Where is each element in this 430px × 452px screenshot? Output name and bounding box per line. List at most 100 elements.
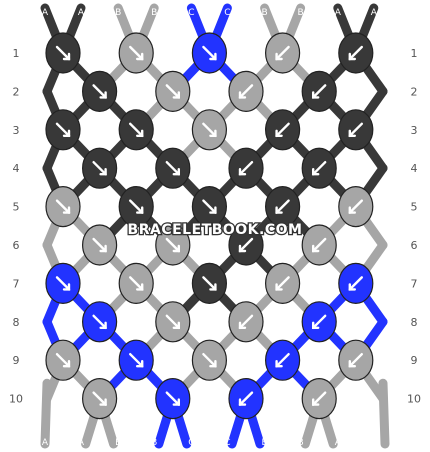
knot <box>45 339 81 381</box>
knot <box>265 186 301 228</box>
string-tag-top: B <box>262 8 268 18</box>
knot <box>228 147 264 189</box>
string-tag-top: C <box>188 8 194 18</box>
string-tag-top: A <box>42 8 49 18</box>
knot <box>191 32 227 74</box>
arrow-down-right-icon <box>128 276 144 291</box>
knot <box>81 224 118 266</box>
arrow-down-right-icon <box>55 353 71 368</box>
knot <box>338 186 374 228</box>
arrow-down-left-icon <box>312 314 327 329</box>
thread-tail <box>378 378 390 449</box>
arrow-head-icon <box>209 52 217 61</box>
arrow-down-left-icon <box>348 122 363 138</box>
arrow-down-right-icon <box>128 122 144 138</box>
arrow-head-icon <box>348 360 356 368</box>
string-tag-bottom: C <box>224 438 230 448</box>
arrow-head-icon <box>209 206 217 214</box>
string-tag-bottom: B <box>151 438 157 448</box>
arrow-down-left-icon <box>275 122 290 138</box>
knot <box>155 147 191 189</box>
arrow-head-icon <box>312 398 320 406</box>
arrow-head-icon <box>275 52 283 61</box>
knot <box>265 339 301 381</box>
arrow-down-right-icon <box>55 276 71 291</box>
row-label: 4 <box>411 162 418 175</box>
knot <box>45 32 81 74</box>
row-label: 2 <box>13 85 20 98</box>
knot <box>265 262 301 304</box>
row-label: 1 <box>13 47 20 60</box>
arrow-down-right-icon <box>202 122 217 138</box>
thread-tail <box>40 378 52 449</box>
arrow-down-right-icon <box>55 199 71 214</box>
arrow-down-right-icon <box>92 160 107 176</box>
knot <box>118 109 154 151</box>
arrow-down-left-icon <box>348 45 363 61</box>
arrow-down-left-icon <box>312 160 327 176</box>
arrow-down-right-icon <box>92 237 107 253</box>
arrow-down-left-icon <box>238 314 254 329</box>
arrow-down-right-icon <box>202 45 217 61</box>
knot <box>338 339 374 381</box>
row-label: 5 <box>411 201 418 214</box>
row-label: 10 <box>9 393 23 406</box>
knot <box>301 378 337 420</box>
watermark: BRACELETBOOK.COM <box>128 222 303 238</box>
row-label: 3 <box>411 124 418 137</box>
arrow-down-left-icon <box>312 391 327 406</box>
arrow-down-right-icon <box>202 353 217 368</box>
knot <box>265 109 301 151</box>
arrow-head-icon <box>99 321 107 329</box>
arrow-head-icon <box>238 167 247 176</box>
knot <box>228 70 264 113</box>
string-tag-top: A <box>371 8 378 18</box>
arrow-head-icon <box>172 321 181 329</box>
arrow-head-icon <box>135 360 144 368</box>
row-label: 9 <box>13 354 20 367</box>
arrow-down-right-icon <box>165 391 181 406</box>
string-tag-bottom: A <box>371 438 378 448</box>
arrow-head-icon <box>312 167 320 176</box>
arrow-head-icon <box>135 206 144 214</box>
arrow-head-icon <box>238 91 247 99</box>
knot <box>301 224 337 266</box>
row-label: 7 <box>13 277 20 290</box>
arrow-head-icon <box>312 244 320 253</box>
knot <box>81 147 118 189</box>
knot <box>265 32 301 74</box>
knot <box>338 32 374 74</box>
string-tag-top: C <box>224 8 230 18</box>
arrow-head-icon <box>312 321 320 329</box>
arrow-head-icon <box>172 244 181 253</box>
knot <box>228 224 264 266</box>
string-tag-bottom: C <box>188 438 194 448</box>
string-tag-top: B <box>115 8 121 18</box>
arrow-down-right-icon <box>55 122 71 138</box>
knot <box>118 262 154 304</box>
string-tag-bottom: A <box>42 438 49 448</box>
knot <box>118 32 154 74</box>
arrow-head-icon <box>348 283 356 291</box>
knot <box>191 186 227 228</box>
arrow-head-icon <box>209 129 217 138</box>
arrow-down-right-icon <box>92 391 107 406</box>
arrow-head-icon <box>99 398 107 406</box>
knot <box>81 70 118 113</box>
arrow-down-left-icon <box>275 199 290 214</box>
arrow-down-left-icon <box>312 84 327 99</box>
row-label: 4 <box>13 162 20 175</box>
row-label: 8 <box>411 316 418 329</box>
string-tag-top: A <box>78 8 85 18</box>
arrow-head-icon <box>62 360 71 368</box>
arrow-head-icon <box>62 129 71 138</box>
arrow-head-icon <box>62 206 71 214</box>
arrow-down-right-icon <box>128 199 144 214</box>
arrow-down-left-icon <box>238 160 254 176</box>
string-tag-bottom: A <box>78 438 85 448</box>
arrow-down-right-icon <box>202 276 217 291</box>
knot <box>301 301 337 343</box>
row-label: 3 <box>13 124 20 137</box>
